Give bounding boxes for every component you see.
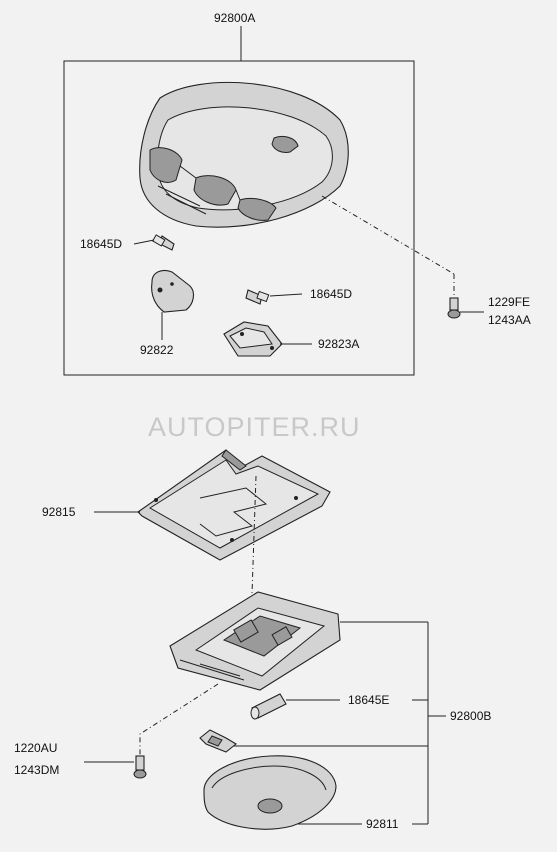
bracket-92815 xyxy=(137,449,331,561)
clip-small xyxy=(199,729,237,753)
top-group-frame xyxy=(63,60,415,376)
label-18645d-right: 18645D xyxy=(310,287,352,301)
label-1229fe: 1229FE xyxy=(488,295,530,309)
label-92822: 92822 xyxy=(140,343,174,357)
label-92823a: 92823A xyxy=(318,337,359,351)
label-92811: 92811 xyxy=(366,817,399,831)
label-92800a: 92800A xyxy=(214,11,255,25)
bolt-bottom xyxy=(133,755,147,779)
label-1243dm: 1243DM xyxy=(14,763,59,777)
bolt-top xyxy=(447,297,461,319)
label-18645e: 18645E xyxy=(348,693,389,707)
label-92815: 92815 xyxy=(42,505,76,519)
label-1220au: 1220AU xyxy=(14,741,57,755)
label-1243aa: 1243AA xyxy=(488,313,531,327)
bulb-18645e xyxy=(250,693,287,720)
bulb-18645d-right xyxy=(245,289,270,305)
lens-92823a xyxy=(223,321,283,357)
lamp-lens-92811 xyxy=(203,755,337,830)
callout-92800b xyxy=(340,621,446,825)
lens-92822 xyxy=(151,269,195,313)
lamp-assembly-92800b xyxy=(169,591,341,691)
overhead-console-housing xyxy=(139,81,349,228)
label-18645d-left: 18645D xyxy=(80,237,122,251)
label-92800b: 92800B xyxy=(450,709,491,723)
watermark: AUTOPITER.RU xyxy=(148,412,361,442)
bulb-18645d-left xyxy=(151,234,175,251)
